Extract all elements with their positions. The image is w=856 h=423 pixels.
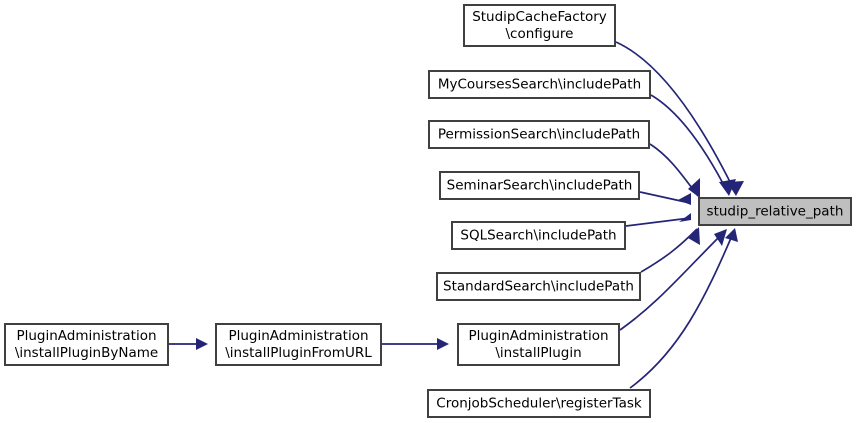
edge-arrowhead-icon (196, 338, 208, 350)
graph-node-pluginadministration-installplugin[interactable]: PluginAdministration\installPlugin (457, 323, 620, 366)
graph-edge (639, 191, 691, 205)
node-label: \installPluginByName (15, 345, 158, 361)
node-box[interactable] (451, 221, 626, 250)
node-box[interactable] (457, 323, 620, 366)
graph-node-studip-relative-path[interactable]: studip_relative_path (698, 197, 852, 226)
node-label: StandardSearch\includePath (443, 279, 634, 295)
node-box[interactable] (439, 171, 640, 200)
edge-line (640, 228, 698, 273)
edge-arrowhead-icon (678, 193, 691, 205)
edge-arrowhead-icon (688, 178, 700, 198)
graph-node-permissionsearch-includepath[interactable]: PermissionSearch\includePath (428, 120, 650, 149)
edge-line (619, 230, 726, 331)
node-label: PluginAdministration (16, 328, 156, 344)
edge-arrowhead-icon (437, 338, 449, 350)
graph-node-mycoursessearch-includepath[interactable]: MyCoursesSearch\includePath (428, 70, 651, 99)
graph-node-sqlsearch-includepath[interactable]: SQLSearch\includePath (451, 221, 626, 250)
graph-edge (649, 143, 700, 198)
graph-node-standardsearch-includepath[interactable]: StandardSearch\includePath (436, 272, 641, 301)
node-box[interactable] (428, 70, 651, 99)
nodes-layer: StudipCacheFactory\configureMyCoursesSea… (4, 4, 852, 418)
graph-node-pluginadministration-installpluginbyname[interactable]: PluginAdministration\installPluginByName (4, 323, 169, 366)
edge-arrowhead-icon (725, 228, 738, 242)
edge-arrowhead-icon (688, 227, 700, 245)
edge-arrowhead-icon (714, 229, 727, 246)
edge-arrowhead-icon (679, 213, 691, 222)
node-box[interactable] (4, 323, 169, 366)
node-label: studip_relative_path (707, 204, 844, 220)
node-box[interactable] (463, 4, 616, 47)
edge-line (615, 41, 737, 195)
node-label: PluginAdministration (468, 328, 608, 344)
node-label: PluginAdministration (228, 328, 368, 344)
graph-edge (169, 338, 208, 350)
graph-edge (619, 229, 727, 331)
graph-node-studip-cache-factory-configure[interactable]: StudipCacheFactory\configure (463, 4, 616, 47)
node-label: StudipCacheFactory (472, 9, 607, 25)
node-label: CronjobScheduler\registerTask (436, 396, 642, 412)
node-label: \installPluginFromURL (225, 345, 372, 361)
node-box[interactable] (428, 120, 650, 149)
node-label: SeminarSearch\includePath (447, 178, 633, 194)
node-label: PermissionSearch\includePath (438, 127, 640, 143)
graph-edge (382, 338, 449, 350)
graph-edge (625, 213, 691, 227)
graph-node-seminarsearch-includepath[interactable]: SeminarSearch\includePath (439, 171, 640, 200)
graph-node-pluginadministration-installpluginfromurl[interactable]: PluginAdministration\installPluginFromUR… (215, 323, 382, 366)
edge-arrowhead-icon (719, 179, 736, 196)
graph-edge (629, 228, 738, 389)
node-label: \installPlugin (495, 345, 581, 361)
node-label: SQLSearch\includePath (460, 228, 616, 244)
node-label: MyCoursesSearch\includePath (438, 77, 641, 93)
graph-edge (650, 94, 736, 196)
edge-line (629, 230, 735, 389)
graph-edge (640, 227, 700, 273)
graph-node-cronjobscheduler-registertask[interactable]: CronjobScheduler\registerTask (427, 389, 651, 418)
node-box[interactable] (215, 323, 382, 366)
node-box[interactable] (427, 389, 651, 418)
edge-line (650, 94, 729, 194)
edges-layer (169, 41, 744, 389)
node-label: \configure (506, 26, 574, 42)
node-box[interactable] (698, 197, 852, 226)
edge-line (625, 217, 691, 227)
node-box[interactable] (436, 272, 641, 301)
